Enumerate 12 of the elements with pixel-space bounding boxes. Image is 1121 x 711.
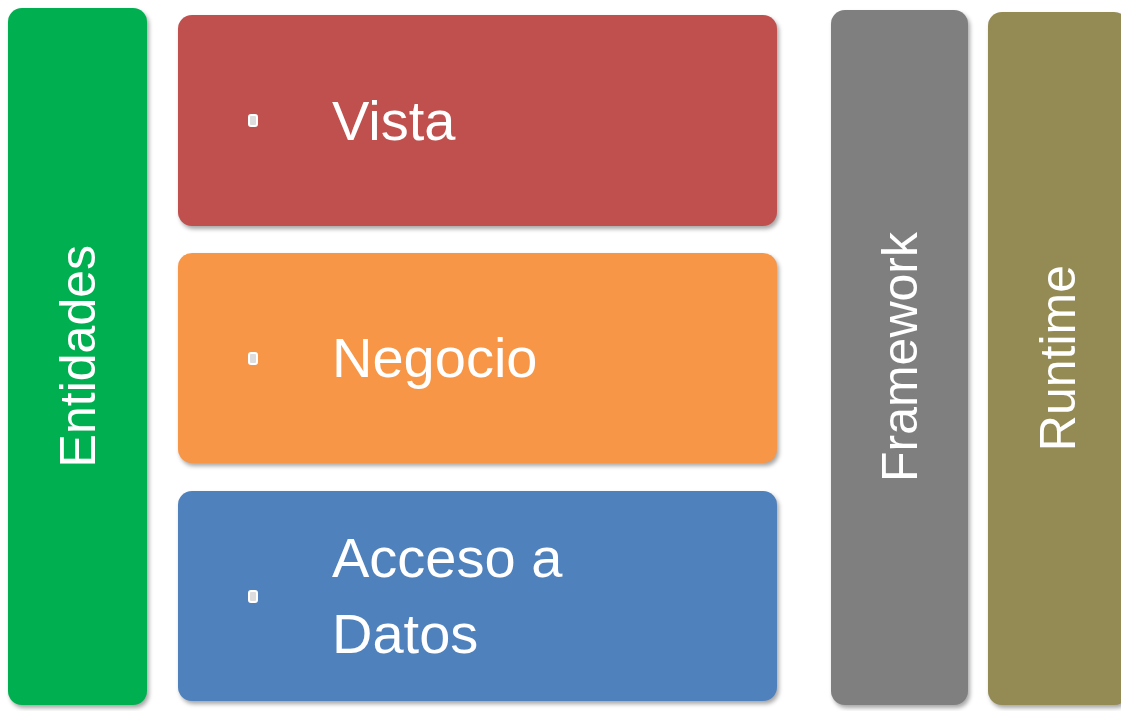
column-box xyxy=(831,10,968,705)
layer-label: Acceso a Datos xyxy=(332,525,564,667)
column-box xyxy=(988,12,1121,705)
layer-box xyxy=(178,253,777,463)
layer-box xyxy=(178,491,777,701)
column-label: Runtime xyxy=(1033,265,1083,452)
column-box xyxy=(8,8,147,705)
layer-label: Vista xyxy=(332,87,456,154)
column-label: Framework xyxy=(874,232,925,483)
layer-box xyxy=(178,15,777,226)
column-label: Entidades xyxy=(52,245,103,468)
layer-label: Negocio xyxy=(332,325,538,392)
